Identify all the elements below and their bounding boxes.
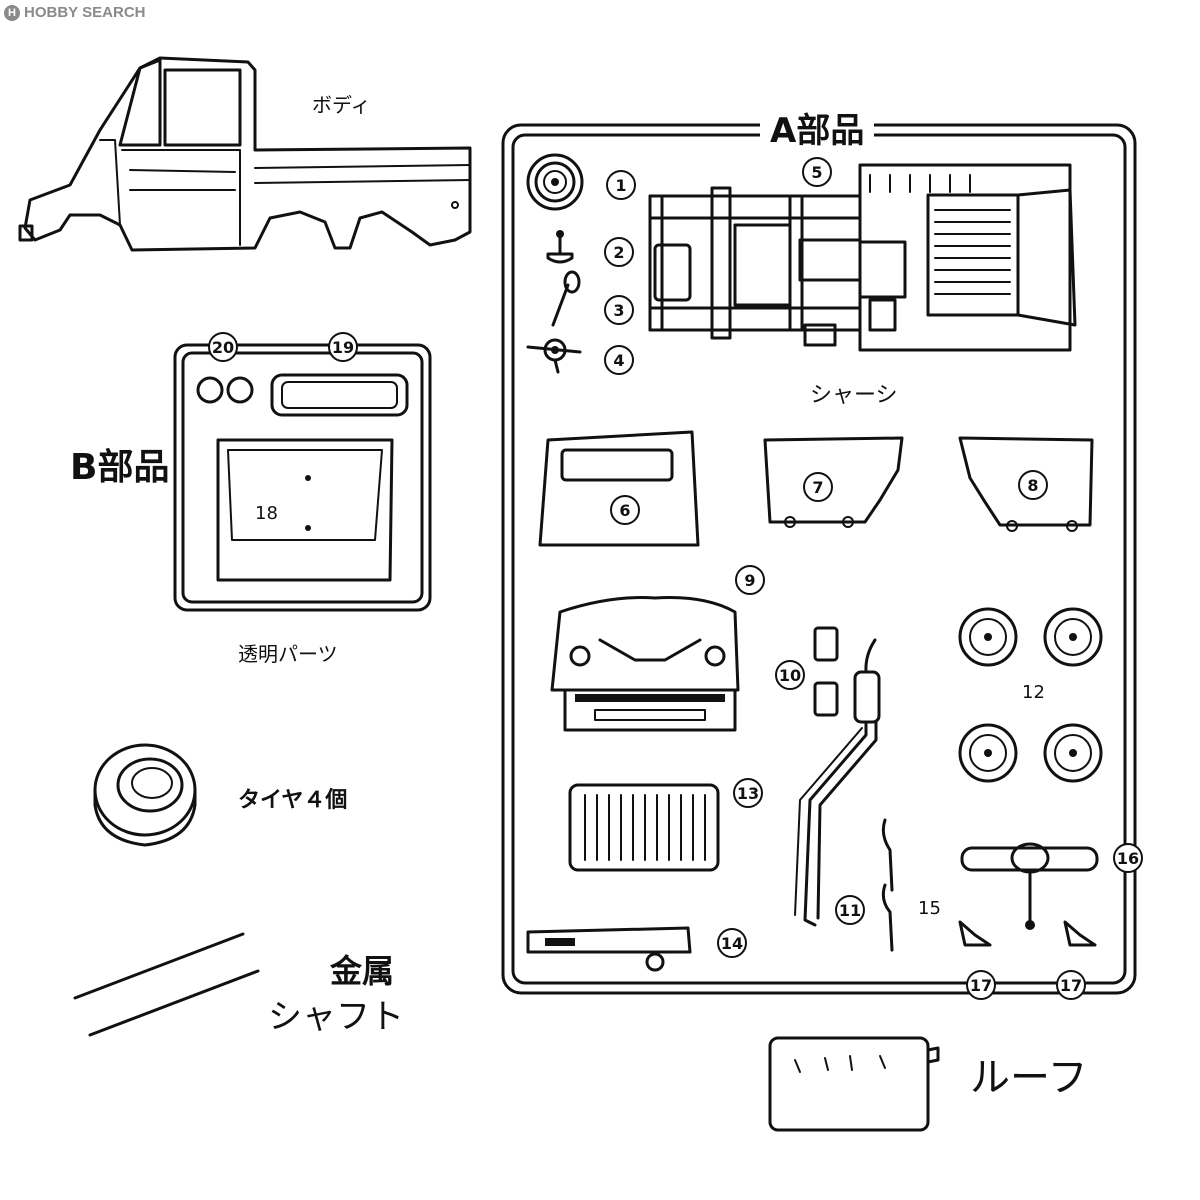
part-1-disc (526, 153, 584, 211)
part-number-2: 2 (604, 237, 634, 267)
label-a-parts: A部品 (760, 103, 875, 152)
part-number-11: 11 (835, 895, 865, 925)
part-3-lever (551, 270, 581, 327)
part-number-18: 18 (255, 503, 278, 524)
part-18-windshield (216, 438, 394, 582)
part-number-14: 14 (717, 928, 747, 958)
part-13-grille (568, 783, 720, 872)
part-number-20: 20 (208, 332, 238, 362)
watermark-suffix: SEARCH (82, 4, 146, 21)
part-number-13: 13 (733, 778, 763, 808)
part-number-7: 7 (803, 472, 833, 502)
part-8-door (958, 436, 1094, 532)
part-16-steering (960, 842, 1099, 930)
part-number-5: 5 (802, 157, 832, 187)
part-number-8: 8 (1018, 470, 1048, 500)
part-10-lights (813, 626, 839, 717)
part-number-6: 6 (610, 495, 640, 525)
part-6-panel (538, 430, 700, 547)
part-19-window (270, 373, 409, 417)
part-number-9: 9 (735, 565, 765, 595)
part-11-exhaust (794, 638, 881, 927)
part-number-4: 4 (604, 345, 634, 375)
part-15-wipers (881, 818, 894, 952)
tire-drawing (93, 743, 197, 847)
label-clear-parts: 透明パーツ (238, 642, 338, 666)
part-number-3: 3 (604, 295, 634, 325)
part-number-17-left: 17 (966, 970, 996, 1000)
truck-body-drawing (18, 56, 472, 252)
part-number-19: 19 (328, 332, 358, 362)
part-number-12: 12 (1022, 682, 1045, 703)
hobby-search-watermark: H HOBBY SEARCH (4, 4, 146, 21)
label-tires: タイヤ４個 (238, 788, 348, 813)
label-body: ボディ (312, 93, 371, 117)
label-chassis: シャーシ (810, 383, 898, 408)
label-metal: 金属 (330, 952, 395, 990)
part-14-bumper (526, 926, 692, 972)
part-number-16: 16 (1113, 843, 1143, 873)
part-2-knob (546, 230, 574, 264)
part-number-15: 15 (918, 898, 941, 919)
hobby-search-logo-icon: H (4, 4, 20, 21)
watermark-brand: HOBBY (24, 4, 79, 21)
part-number-10: 10 (775, 660, 805, 690)
label-b-parts: B部品 (70, 447, 170, 488)
metal-shafts-drawing (73, 932, 260, 1037)
part-number-1: 1 (606, 170, 636, 200)
part-number-17-right: 17 (1056, 970, 1086, 1000)
part-7-door (763, 436, 904, 528)
part-9-front-face (550, 596, 740, 732)
roof-drawing (768, 1036, 940, 1132)
part-17-pedals (958, 920, 1097, 947)
b-parts-frame-inner (181, 351, 424, 604)
label-shaft: シャフト (268, 997, 404, 1037)
part-5-chassis (648, 163, 1077, 352)
part-12-wheels (958, 607, 1103, 783)
part-4-wing-nut (526, 338, 582, 374)
b-parts-frame-outer (173, 343, 432, 612)
label-roof: ルーフ (970, 1055, 1088, 1101)
part-20-lenses (196, 376, 254, 404)
